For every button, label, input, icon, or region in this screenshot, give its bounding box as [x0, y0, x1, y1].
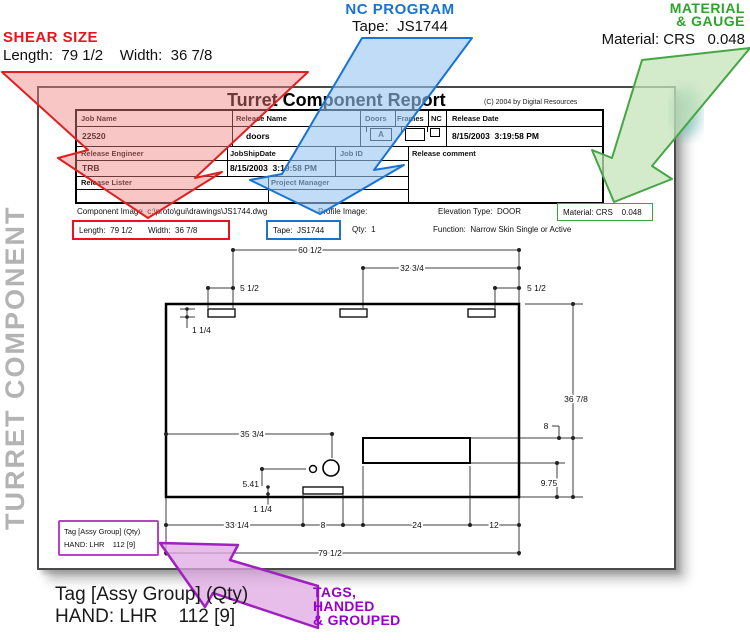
- tags-caption-line2: HANDED: [313, 598, 375, 614]
- dim-label: 32 3/4: [400, 263, 424, 273]
- dim-label: 60 1/2: [298, 245, 322, 255]
- dim-label: 9.75: [541, 478, 558, 488]
- dim-label: 1 1/4: [192, 325, 211, 335]
- lock-hole-large: [322, 459, 340, 477]
- tags-caption-line1: TAGS,: [313, 584, 357, 600]
- dim-label: 5 1/2: [527, 283, 546, 293]
- tag-box-line1: Tag [Assy Group] (Qty): [64, 527, 141, 536]
- door-outline: [164, 302, 521, 499]
- material-gauge-title: MATERIAL& GAUGE: [575, 0, 745, 29]
- tags-caption-line3: & GROUPED: [313, 612, 401, 628]
- material-gauge-block: MATERIAL& GAUGE Material: CRS 0.048: [575, 0, 745, 48]
- tag-annotation-line1: Tag [Assy Group] (Qty): [55, 584, 249, 605]
- dim-label: 5 1/2: [240, 283, 259, 293]
- dim-label: 79 1/2: [318, 548, 342, 558]
- nc-program-block: NC PROGRAM Tape: JS1744: [320, 1, 480, 35]
- dim-label: 33 1/4: [225, 520, 249, 530]
- tags-handed-grouped-caption: TAGS,HANDED& GROUPED: [313, 585, 401, 627]
- dim-label: 5.41: [242, 479, 259, 489]
- function-text: Function: Narrow Skin Single or Active: [433, 225, 572, 234]
- tag-annotation-line2: HAND: LHR 112 [9]: [55, 606, 236, 627]
- tag-box: Tag [Assy Group] (Qty) HAND: LHR 112 [9]: [58, 520, 159, 556]
- dim-label: 8: [544, 421, 549, 431]
- material-gauge-value: Material: CRS 0.048: [601, 31, 745, 48]
- cutout-rect: [362, 437, 471, 464]
- dim-label: 12: [489, 520, 499, 530]
- dim-label: 8: [321, 520, 326, 530]
- material-title-line2: & GAUGE: [676, 13, 745, 29]
- nc-tape-box: Tape: JS1744: [266, 220, 341, 240]
- shear-size-values: Length: 79 1/2 Width: 36 7/8: [3, 47, 213, 64]
- strike-rect: [302, 486, 344, 495]
- nc-program-title: NC PROGRAM: [345, 1, 455, 18]
- dim-label: 36 7/8: [564, 394, 588, 404]
- copyright-text: (C) 2004 by Digital Resources: [484, 99, 578, 106]
- material-title-line1: MATERIAL: [669, 0, 745, 16]
- tag-box-line2: HAND: LHR 112 [9]: [64, 540, 136, 549]
- shear-size-box: Length: 79 1/2 Width: 36 7/8: [72, 220, 230, 240]
- dim-label: 1 1/4: [253, 504, 272, 514]
- hinge-slot: [339, 308, 368, 318]
- hinge-slot: [467, 308, 496, 318]
- lock-hole-small: [308, 464, 318, 474]
- material-gauge-box: Material: CRS 0.048: [557, 203, 653, 221]
- qty-text: Qty: 1: [352, 225, 376, 234]
- dim-label: 35 3/4: [240, 429, 264, 439]
- shear-size-title: SHEAR SIZE: [3, 29, 99, 46]
- hinge-slot: [207, 308, 236, 318]
- dim-label: 24: [412, 520, 422, 530]
- nc-program-value: Tape: JS1744: [352, 18, 448, 35]
